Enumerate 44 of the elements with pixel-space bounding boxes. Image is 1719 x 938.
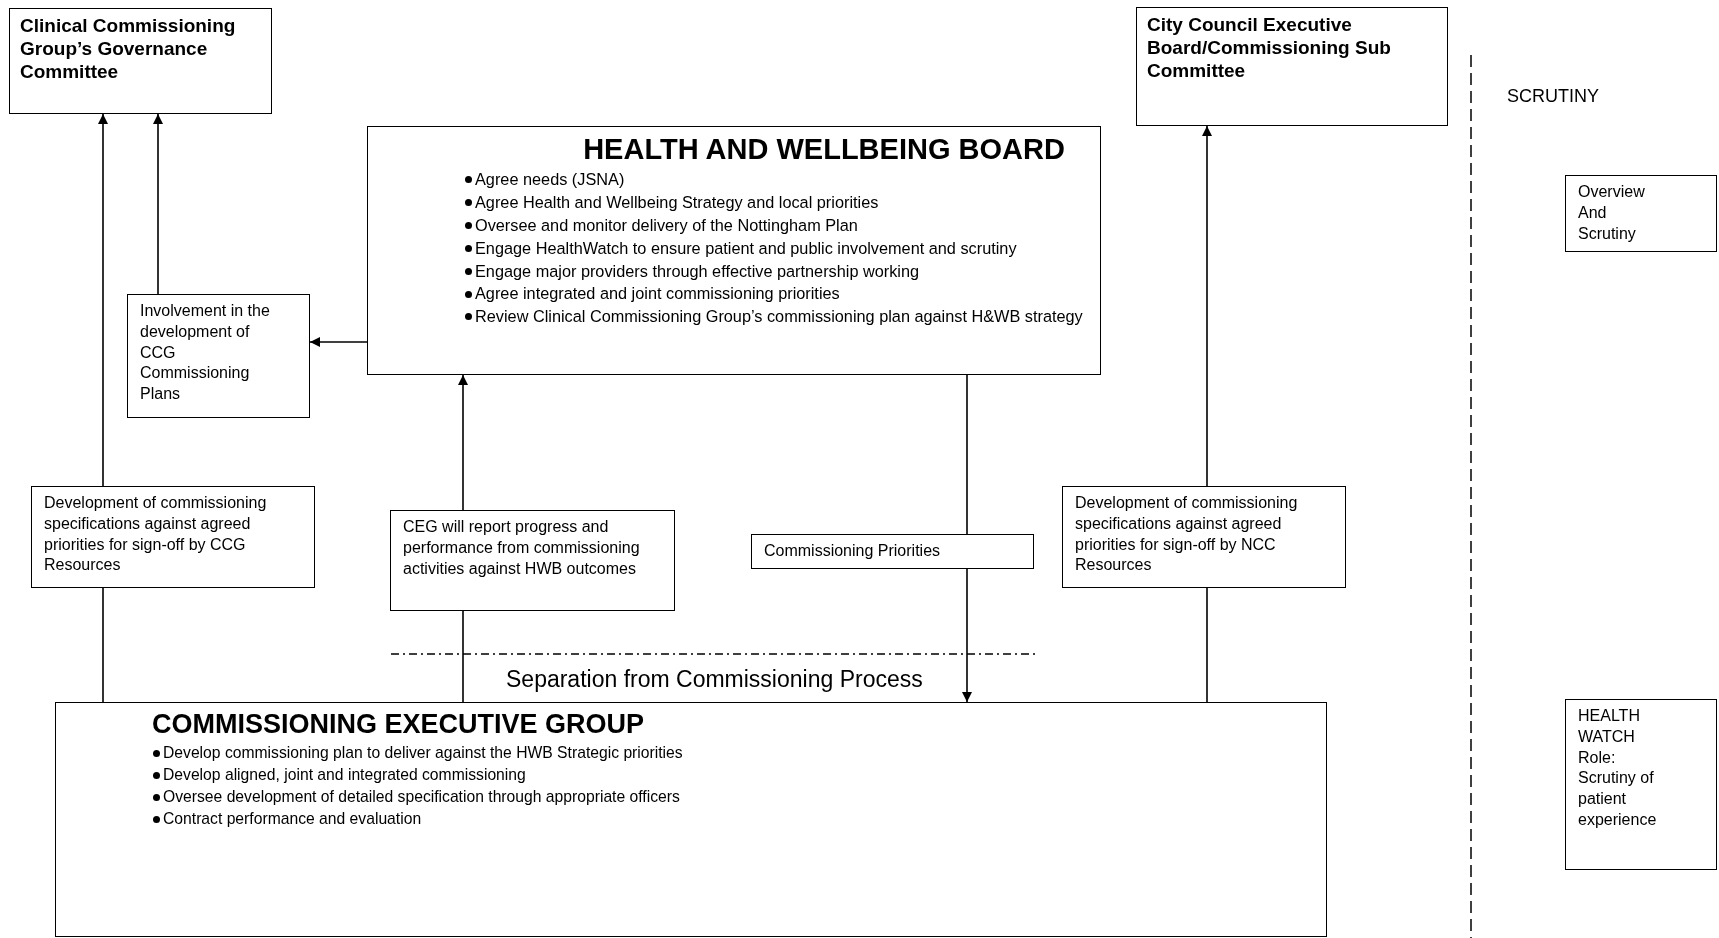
bullet-point: Develop aligned, joint and integrated commissioning — [152, 764, 526, 786]
bullet-point: Oversee and monitor delivery of the Nottingham Plan — [464, 213, 858, 237]
bullet-point: Agree needs (JSNA) — [464, 168, 625, 192]
separation-label: Separation from Commissioning Process — [506, 666, 923, 694]
bullet-point: Agree integrated and joint commissioning priorities — [464, 282, 840, 306]
committee-name: City Council Executive Board/Commissioning Sub Committee — [1147, 13, 1392, 83]
group-box — [55, 702, 1327, 937]
committee-name: Clinical Commissioning Group’s Governance Committee — [20, 14, 237, 84]
bullet-point: Engage major providers through effective partnership working — [464, 259, 920, 283]
box-text: Involvement in the development of CCG Commissioning Plans — [140, 301, 271, 405]
box-text: Development of commissioning specifications against agreed priorities for sign-off by CCG Resources — [44, 493, 268, 576]
process-box — [1565, 175, 1717, 252]
connector-line — [102, 587, 104, 703]
group-heading: COMMISSIONING EXECUTIVE GROUP — [152, 709, 645, 741]
process-box — [1136, 7, 1448, 126]
box-text: CEG will report progress and performance from commissioning activities against HWB outcomes — [403, 517, 641, 579]
process-box — [31, 486, 315, 588]
box-text: Commissioning Priorities — [764, 541, 941, 561]
arrow — [458, 374, 468, 511]
bullet-point: Engage HealthWatch to ensure patient and public involvement and scrutiny — [464, 236, 1017, 260]
bullet-point: Contract performance and evaluation — [152, 808, 422, 830]
bullet-point: Oversee development of detailed specification through appropriate officers — [152, 786, 680, 808]
process-box — [390, 510, 675, 611]
process-box — [9, 8, 272, 114]
process-box — [751, 534, 1034, 569]
connector-line — [1206, 587, 1208, 703]
bullet-point: Review Clinical Commissioning Group’s commissioning plan against H&WB strategy — [464, 305, 1083, 329]
connector-line — [966, 374, 968, 535]
arrow — [309, 337, 368, 347]
process-box — [127, 294, 310, 418]
group-heading: HEALTH AND WELLBEING BOARD — [583, 133, 1065, 167]
arrow — [153, 113, 163, 295]
arrow — [1202, 125, 1212, 487]
bullet-point: Agree Health and Wellbeing Strategy and local priorities — [464, 191, 879, 214]
box-text: Overview And Scrutiny — [1578, 182, 1646, 244]
box-text: Development of commissioning specifications against agreed priorities for sign-off by NCC Resources — [1075, 493, 1299, 576]
connector-line — [462, 610, 464, 703]
bullet-point: Develop commissioning plan to deliver against the HWB Strategic priorities — [152, 742, 683, 765]
process-box — [1565, 699, 1717, 870]
arrow — [98, 113, 108, 487]
group-box — [367, 126, 1101, 375]
process-box — [1062, 486, 1346, 588]
arrow — [962, 568, 972, 703]
box-text: HEALTH WATCH Role: Scrutiny of patient experience — [1578, 706, 1658, 830]
